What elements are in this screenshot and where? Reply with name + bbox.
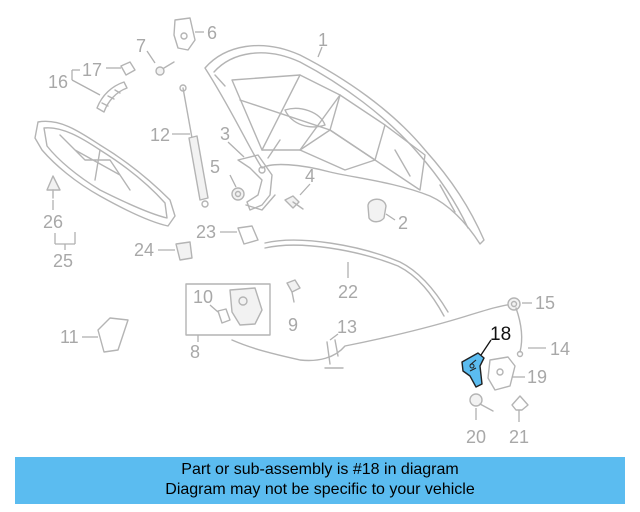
callout-1: 1	[318, 30, 328, 50]
hinge-bolt[interactable]	[284, 195, 304, 210]
callout-2: 2	[398, 213, 408, 233]
hood-seal[interactable]	[96, 81, 128, 113]
callout-18: 18	[490, 324, 511, 345]
highlighted-part-18[interactable]	[461, 352, 485, 388]
callout-24: 24	[134, 240, 154, 260]
callout-26: 26	[43, 212, 63, 232]
callout-14: 14	[550, 339, 570, 359]
striker-bracket[interactable]	[487, 356, 516, 391]
callout-6: 6	[207, 23, 217, 43]
hinge-nut[interactable]	[231, 187, 245, 201]
bracket-screw[interactable]	[155, 61, 175, 76]
lift-support-strut[interactable]	[179, 84, 209, 208]
release-cable[interactable]	[231, 303, 516, 369]
seal-clip[interactable]	[120, 61, 136, 76]
hood-insulator[interactable]	[34, 120, 176, 227]
callout-25: 25	[53, 251, 73, 271]
hood-lock[interactable]	[217, 287, 263, 326]
callout-21: 21	[509, 427, 529, 447]
hood-hinge[interactable]	[237, 154, 276, 211]
callout-12: 12	[150, 125, 170, 145]
callout-23: 23	[196, 222, 216, 242]
callout-13: 13	[337, 317, 357, 337]
striker-bolt[interactable]	[469, 393, 494, 412]
striker-clip[interactable]	[511, 395, 529, 411]
hood-weatherstrip[interactable]	[264, 239, 449, 317]
callout-10: 10	[193, 287, 213, 307]
callout-4: 4	[305, 166, 315, 186]
callout-20: 20	[466, 427, 486, 447]
hood-panel[interactable]	[204, 44, 485, 245]
insulator-clip[interactable]	[46, 175, 61, 199]
lock-support-bracket[interactable]	[97, 317, 129, 353]
retainer-clip-24[interactable]	[175, 241, 193, 261]
hood-bumper[interactable]	[367, 198, 387, 223]
callout-7: 7	[136, 36, 146, 56]
callout-3: 3	[220, 124, 230, 144]
callout-16: 16	[48, 72, 68, 92]
cable-grommet[interactable]	[507, 297, 521, 311]
callout-22: 22	[338, 282, 358, 302]
lock-assembly-box	[185, 283, 271, 336]
lock-bolt[interactable]	[286, 279, 301, 303]
info-banner: Part or sub-assembly is #18 in diagram D…	[15, 457, 625, 504]
hinge-bracket[interactable]	[173, 17, 196, 51]
callout-17: 17	[82, 60, 102, 80]
callout-5: 5	[210, 157, 220, 177]
retainer-clip-23[interactable]	[237, 225, 259, 245]
callout-19: 19	[527, 367, 547, 387]
cable-end[interactable]	[515, 307, 524, 358]
leader-18	[480, 339, 492, 356]
callout-15: 15	[535, 293, 555, 313]
banner-line-2: Diagram may not be specific to your vehi…	[165, 481, 475, 498]
callout-9: 9	[288, 315, 298, 335]
callout-11: 11	[60, 327, 79, 347]
callout-8: 8	[190, 342, 200, 362]
banner-line-1: Part or sub-assembly is #18 in diagram	[181, 461, 459, 478]
